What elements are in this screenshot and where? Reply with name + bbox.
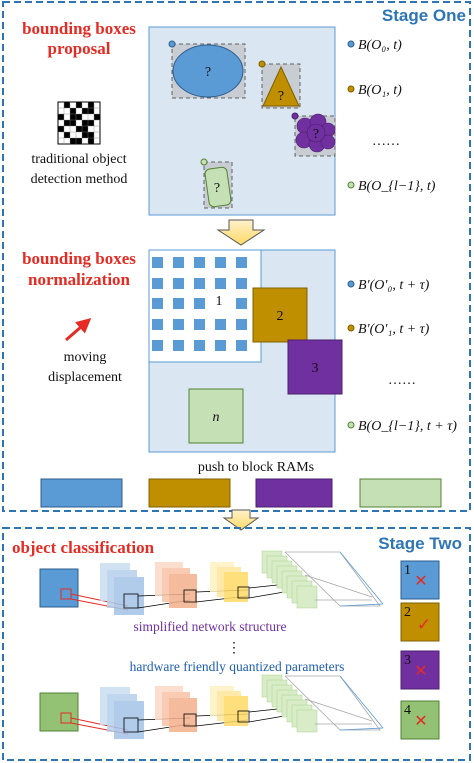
- proposal-title-line1: bounding boxes: [22, 19, 136, 38]
- block-ram-blue: [40, 478, 123, 508]
- proposal-title-line2: proposal: [48, 39, 111, 58]
- svg-text:3: 3: [312, 361, 319, 376]
- norm-output-label-0: B′(O′₀, t + τ): [358, 278, 430, 293]
- norm-output-label-3: B(O_{l−1}, t + τ): [358, 419, 457, 434]
- norm-output-bullet-1: [347, 324, 355, 332]
- detection-label-line2: detection method: [31, 172, 128, 187]
- detected-triangle: ?: [258, 60, 301, 109]
- svg-text:1: 1: [216, 294, 223, 309]
- norm-output-ellipsis: ……: [388, 373, 416, 388]
- detected-blob: ?: [291, 112, 336, 157]
- down-arrow-2: [222, 509, 260, 531]
- svg-text:✕: ✕: [414, 713, 427, 730]
- normalization-title-line1: bounding boxes: [22, 249, 136, 268]
- stage-two-title: Stage Two: [378, 534, 462, 553]
- stage-one-title: Stage One: [382, 6, 466, 25]
- network-bottom: [39, 674, 384, 739]
- output-label-ellipsis: ……: [372, 134, 400, 149]
- result-3: 3 ✕: [400, 650, 440, 690]
- norm-output-bullet-3: [347, 421, 355, 429]
- pixel-grid-icon: [57, 101, 101, 145]
- svg-text:?: ?: [214, 181, 220, 196]
- svg-text:?: ?: [205, 65, 211, 80]
- output-bullet-3: [347, 181, 355, 189]
- output-bullet-0: [347, 40, 355, 48]
- svg-text:✕: ✕: [414, 573, 427, 590]
- svg-text:?: ?: [313, 127, 319, 142]
- output-label-3: B(O_{l−1}, t): [358, 179, 436, 194]
- svg-text:2: 2: [277, 309, 284, 324]
- stage-two-frame: [2, 527, 471, 761]
- down-arrow-1: [216, 219, 266, 246]
- detected-capsule: ?: [200, 158, 233, 209]
- stage-one-frame: [2, 1, 471, 512]
- svg-text:✓: ✓: [417, 615, 431, 634]
- svg-text:4: 4: [404, 703, 411, 718]
- push-label: push to block RAMs: [198, 460, 314, 475]
- classification-title: object classification: [12, 538, 155, 557]
- moving-label-line2: displacement: [48, 370, 122, 385]
- normalized-box-3: 3: [287, 339, 343, 395]
- normalization-title-line2: normalization: [28, 270, 131, 289]
- output-bullet-1: [347, 85, 355, 93]
- norm-output-bullet-0: [347, 280, 355, 288]
- moving-arrow-icon: [65, 318, 92, 342]
- moving-label-line1: moving: [64, 350, 107, 365]
- svg-text:✕: ✕: [414, 663, 427, 680]
- result-2: 2 ✓: [400, 602, 440, 642]
- svg-text:1: 1: [404, 563, 411, 578]
- quantized-label: hardware friendly quantized parameters: [130, 659, 345, 674]
- result-1: 1 ✕: [400, 560, 440, 600]
- detection-label-line1: traditional object: [31, 152, 126, 167]
- normalized-box-n: n: [188, 388, 244, 444]
- result-4: 4 ✕: [400, 700, 440, 740]
- block-ram-purple: [255, 478, 333, 508]
- detected-ellipse: ?: [168, 40, 246, 99]
- block-ram-gold: [148, 478, 231, 508]
- svg-text:3: 3: [404, 653, 411, 668]
- block-ram-green: [359, 478, 442, 508]
- output-label-0: B(O₀, t): [358, 38, 402, 53]
- normalized-box-1: 1: [148, 249, 262, 363]
- svg-text:?: ?: [278, 89, 284, 104]
- svg-text:2: 2: [404, 605, 411, 620]
- network-top: [39, 550, 384, 615]
- network-dots: ⋮: [227, 641, 241, 656]
- output-label-1: B(O₁, t): [358, 83, 402, 98]
- svg-text:n: n: [213, 410, 220, 425]
- network-label: simplified network structure: [134, 619, 287, 634]
- norm-output-label-1: B′(O′₁, t + τ): [358, 322, 430, 337]
- normalized-box-2: 2: [252, 287, 308, 343]
